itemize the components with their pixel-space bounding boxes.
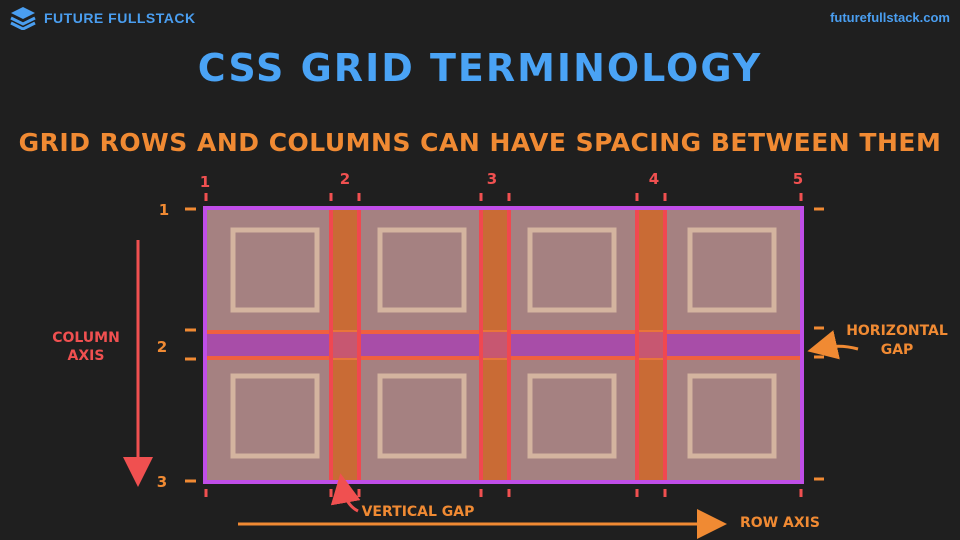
row-line-number: 3 [157, 473, 167, 491]
grid-item [687, 227, 777, 313]
brand-name: FUTURE FULLSTACK [44, 10, 196, 26]
column-line-number: 3 [487, 170, 497, 188]
column-line-number: 4 [649, 170, 659, 188]
grid-item [377, 227, 467, 313]
column-line-number: 1 [200, 173, 210, 191]
row-axis-label: ROW AXIS [740, 515, 820, 531]
column-axis-label: COLUMN [52, 330, 120, 346]
page-subtitle: GRID ROWS AND COLUMNS CAN HAVE SPACING B… [18, 128, 942, 157]
horizontal-gap-arrow [807, 330, 859, 360]
grid-item [527, 373, 617, 459]
grid-item [687, 373, 777, 459]
grid-item [230, 373, 320, 459]
grid-item [527, 227, 617, 313]
horizontal-gap-label: HORIZONTAL [846, 323, 948, 339]
vertical-gap-label: VERTICAL GAP [362, 504, 475, 520]
column-line-number: 5 [793, 170, 803, 188]
vertical-gap-arrow [330, 473, 361, 513]
grid-container-border [203, 206, 804, 484]
column-line-number: 2 [340, 170, 350, 188]
row-line-number: 1 [159, 201, 169, 219]
horizontal-gap-label: GAP [881, 342, 914, 358]
row-line-number: 2 [157, 338, 167, 356]
grid-item [230, 227, 320, 313]
stacked-layers-icon [10, 7, 36, 30]
site-url[interactable]: futurefullstack.com [830, 10, 950, 25]
page-title: CSS GRID TERMINOLOGY [197, 46, 763, 90]
brand[interactable]: FUTURE FULLSTACK [10, 6, 196, 30]
grid-items [230, 227, 777, 459]
grid-item [377, 373, 467, 459]
column-axis-label: AXIS [68, 348, 105, 364]
